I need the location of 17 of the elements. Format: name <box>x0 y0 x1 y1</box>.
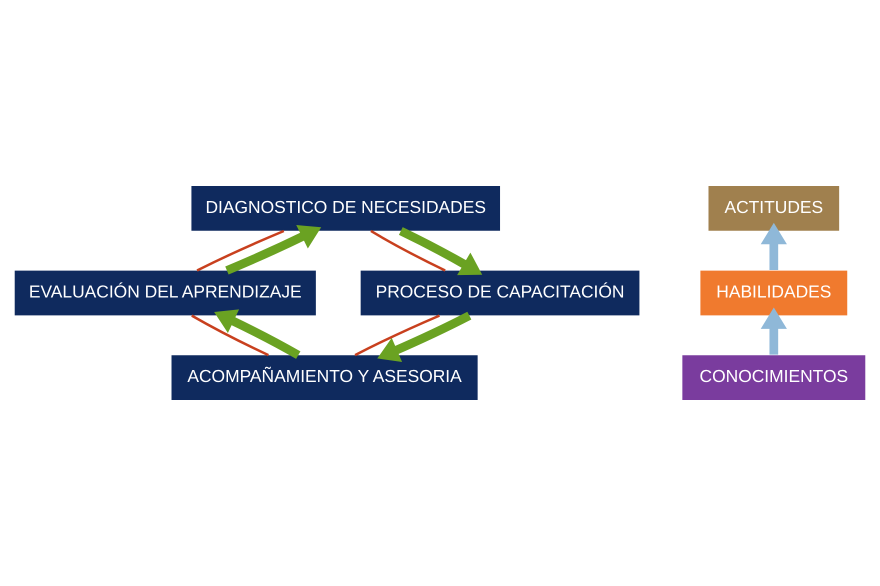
node-box: DIAGNOSTICO DE NECESIDADES <box>191 186 500 231</box>
arrow <box>760 222 787 270</box>
connector <box>191 314 269 356</box>
node-box: CONOCIMIENTOS <box>682 355 866 400</box>
arrow <box>214 309 300 359</box>
connector <box>196 230 284 272</box>
connector <box>354 314 440 356</box>
node-box: PROCESO DE CAPACITACIÓN <box>360 270 640 316</box>
node-box: ACTITUDES <box>708 186 840 231</box>
node-box: HABILIDADES <box>700 270 848 316</box>
connector <box>370 230 446 272</box>
arrow <box>398 227 482 276</box>
arrow <box>377 312 472 362</box>
arrow <box>225 225 322 275</box>
arrow <box>760 308 787 355</box>
node-box: EVALUACIÓN DEL APRENDIZAJE <box>14 270 316 316</box>
node-box: ACOMPAÑAMIENTO Y ASESORIA <box>172 355 478 400</box>
